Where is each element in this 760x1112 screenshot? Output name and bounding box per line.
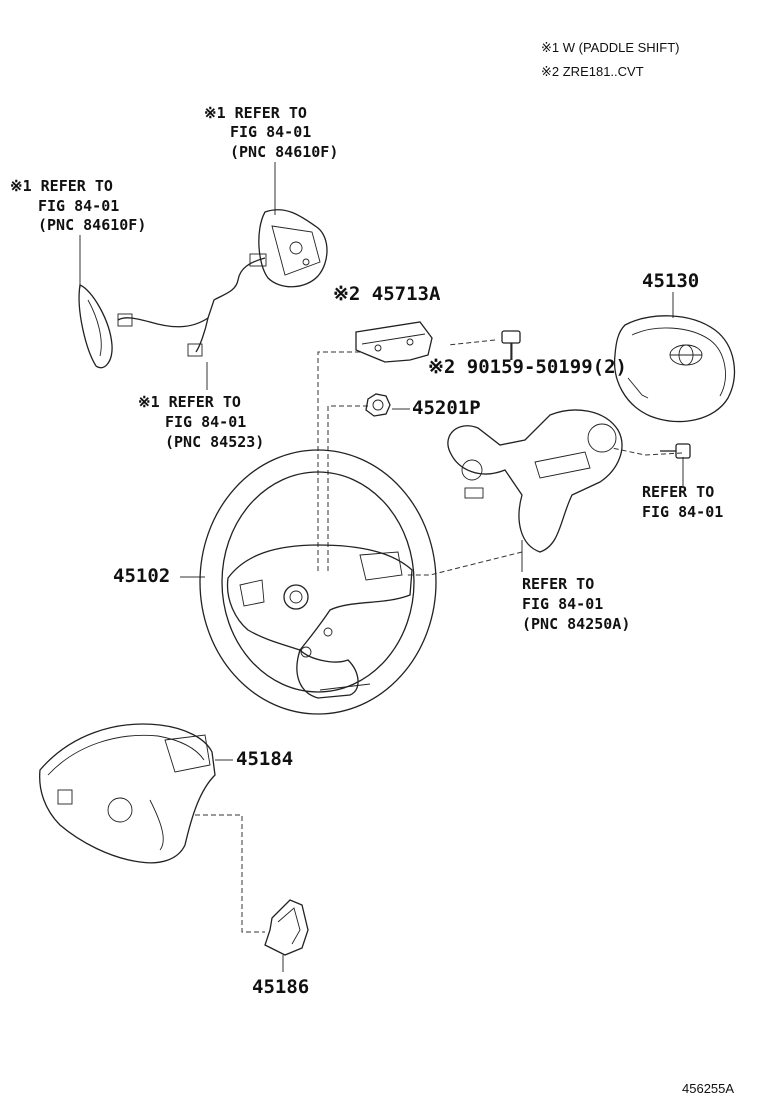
- paddle-switch-harness: [78, 209, 328, 369]
- svg-text:FIG 84-01: FIG 84-01: [642, 503, 723, 521]
- ref-label-right-cover: REFER TO FIG 84-01 (PNC 84250A): [522, 575, 630, 633]
- figure-id: 456255A: [682, 1081, 734, 1096]
- screw-90159: [501, 330, 521, 360]
- svg-text:(PNC 84610F): (PNC 84610F): [230, 143, 338, 161]
- svg-text:FIG 84-01: FIG 84-01: [522, 595, 603, 613]
- airbag-45130: [613, 315, 736, 423]
- svg-text:(PNC 84523): (PNC 84523): [165, 433, 264, 451]
- note-zre181: ※2 ZRE181..CVT: [541, 64, 644, 79]
- svg-text:※1 REFER TO: ※1 REFER TO: [138, 393, 241, 411]
- svg-text:※1 REFER TO: ※1 REFER TO: [10, 177, 113, 195]
- small-cover-45186: [264, 899, 309, 956]
- part-number-45186: 45186: [252, 976, 309, 998]
- part-number-45713a: ※2 45713A: [333, 283, 441, 305]
- part-number-45102: 45102: [113, 565, 170, 587]
- ref-label-top-center: ※1 REFER TO FIG 84-01 (PNC 84610F): [204, 104, 338, 161]
- ref-label-right-screw: REFER TO FIG 84-01: [642, 483, 723, 521]
- screw-right: [660, 443, 691, 459]
- ref-label-mid-left: ※1 REFER TO FIG 84-01 (PNC 84523): [138, 393, 264, 451]
- bracket-45713a: [355, 321, 433, 363]
- part-number-90159: ※2 90159-50199(2): [428, 356, 627, 378]
- part-number-45130: 45130: [642, 270, 699, 292]
- note-paddle-shift: ※1 W (PADDLE SHIFT): [541, 40, 680, 55]
- svg-text:FIG 84-01: FIG 84-01: [165, 413, 246, 431]
- svg-text:(PNC 84250A): (PNC 84250A): [522, 615, 630, 633]
- leader-lines: [79, 162, 684, 972]
- svg-text:(PNC 84610F): (PNC 84610F): [38, 216, 146, 234]
- lower-cover-45184: [39, 723, 216, 864]
- ref-label-top-left: ※1 REFER TO FIG 84-01 (PNC 84610F): [10, 177, 146, 234]
- dashed-guides: [195, 339, 683, 933]
- nut-45201p: [365, 393, 391, 417]
- steering-wheel-45102: [199, 449, 437, 715]
- svg-text:REFER TO: REFER TO: [522, 575, 594, 593]
- svg-text:REFER TO: REFER TO: [642, 483, 714, 501]
- steering-switch-cover: [447, 409, 623, 553]
- part-number-45201p: 45201P: [412, 397, 481, 419]
- svg-text:※1 REFER TO: ※1 REFER TO: [204, 104, 307, 122]
- part-number-45184: 45184: [236, 748, 293, 770]
- svg-text:FIG 84-01: FIG 84-01: [230, 123, 311, 141]
- svg-text:FIG 84-01: FIG 84-01: [38, 197, 119, 215]
